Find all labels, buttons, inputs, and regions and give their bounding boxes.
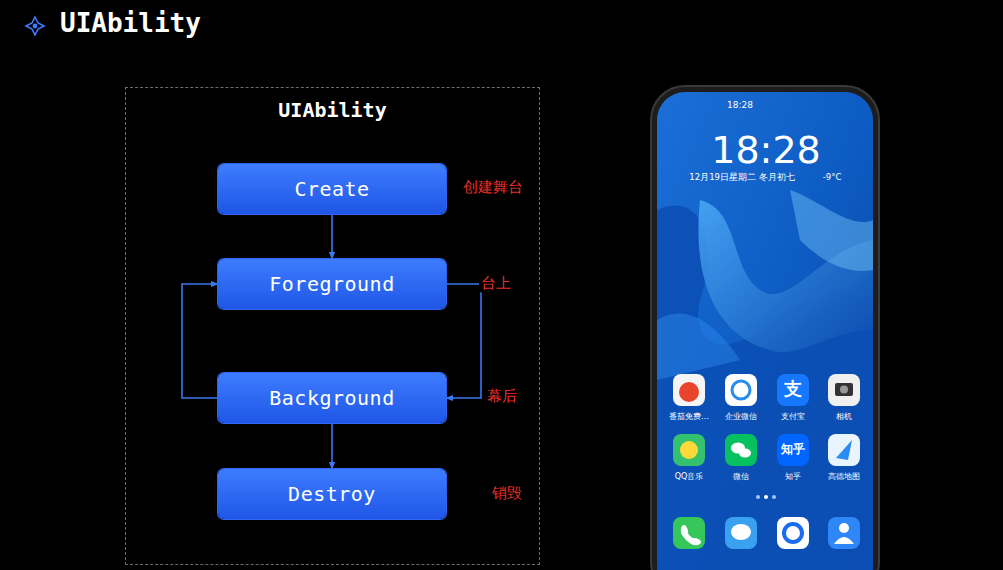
wallpaper [657,190,873,570]
flow-arrow [446,284,481,398]
app-name: 相机 [836,412,852,421]
process-box: Destroy [218,469,446,519]
date-text: 12月19日星期二 冬月初七 [689,173,794,183]
box-label: Background [269,386,394,410]
annotation: 台上 [479,275,513,292]
app-icons [673,374,860,549]
frame-heading: UIAbility [126,98,539,122]
app-name: 番茄免费… [669,412,709,421]
container-frame: UIAbilityCreateForegroundBackgroundDestr… [125,87,540,565]
flow-arrow [331,423,333,469]
title-icon [26,17,44,35]
app-name: 支付宝 [781,412,805,421]
flow-arrow [182,284,218,398]
phone-screen [657,92,873,570]
weather-text: -9°C [823,173,842,183]
page-title: UIAbility [60,8,201,38]
annotation: 幕后 [485,388,519,405]
icon-glyph: 支 [784,379,802,400]
app-name: 知乎 [785,472,801,481]
process-box: Background [218,373,446,423]
annotation: 创建舞台 [461,179,525,196]
app-name: 高德地图 [828,472,860,481]
status-time: 18:28 [727,100,753,110]
box-label: Foreground [269,272,394,296]
icon-glyph: 知乎 [781,443,805,457]
app-name: QQ音乐 [675,472,704,481]
process-box: Create [218,164,446,214]
flow-arrow [331,214,333,259]
app-name: 企业微信 [725,412,757,421]
clock-time: 18:28 [711,129,821,173]
app-name: 微信 [733,472,749,481]
annotation: 销毁 [490,485,524,502]
box-label: Create [294,177,369,201]
box-label: Destroy [288,482,376,506]
phone-body [651,86,879,570]
process-box: Foreground [218,259,446,309]
